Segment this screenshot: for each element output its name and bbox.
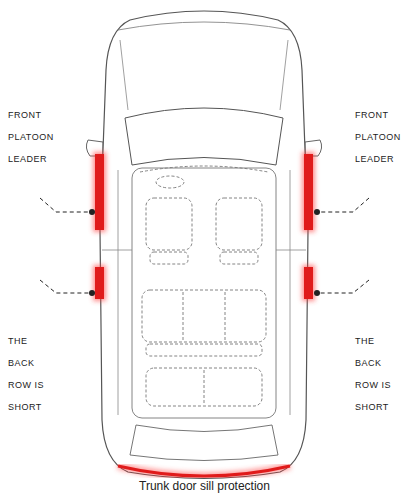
door-line [290, 170, 291, 415]
leader-lines [40, 198, 369, 293]
hood-line [118, 22, 290, 30]
caption: Trunk door sill protection [0, 479, 409, 493]
part-label: FRONT PLATOON LEADER [355, 104, 403, 170]
seats [142, 198, 266, 406]
sill-strips [93, 152, 315, 476]
door-line [276, 250, 306, 251]
steering-wheel [156, 176, 184, 188]
dashboard [140, 166, 268, 172]
part-label: THE BACK ROW IS SHORT [8, 330, 56, 418]
windshield [125, 108, 283, 165]
leader-dots [89, 209, 320, 296]
hood-line [120, 40, 288, 110]
part-label: THE BACK ROW IS SHORT [355, 330, 403, 418]
door-line [118, 170, 119, 415]
rear-window [130, 425, 278, 461]
car-body [100, 11, 308, 479]
door-line [102, 250, 132, 251]
part-label: FRONT PLATOON LEADER [8, 104, 56, 170]
cabin-outline [132, 168, 276, 418]
